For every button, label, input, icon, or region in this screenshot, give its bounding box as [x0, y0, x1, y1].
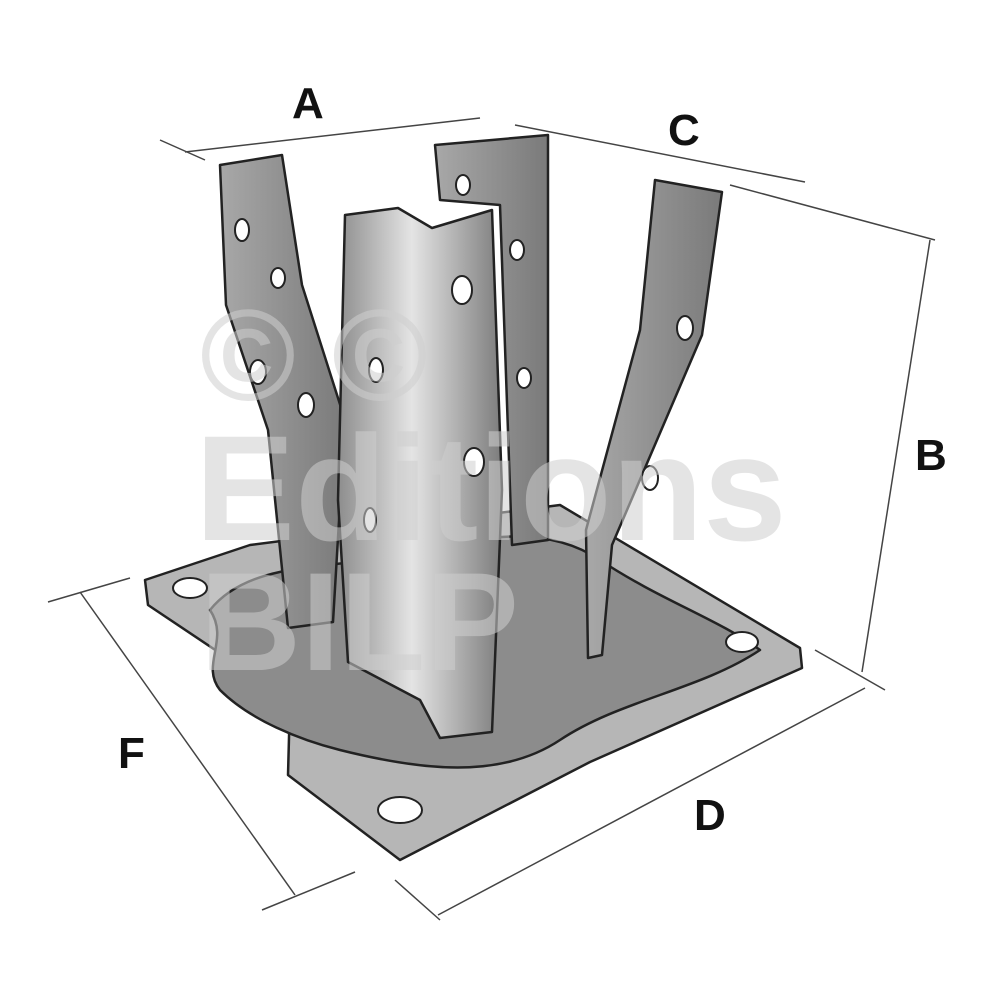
dimension-lines — [47, 117, 936, 921]
dimension-label-d: D — [694, 791, 726, 840]
dim-d-line — [437, 687, 866, 916]
watermark: © © Editions BILP — [195, 282, 787, 700]
dim-f-extension-bottom — [261, 871, 356, 911]
dimension-label-b: B — [915, 431, 947, 480]
dimension-label-f: F — [118, 729, 145, 778]
dim-b-extension-bottom — [814, 649, 886, 691]
dim-a-line — [184, 117, 481, 153]
dim-f-extension-top — [47, 577, 131, 603]
mounting-hole — [725, 631, 759, 653]
bracket-back — [433, 133, 550, 547]
dim-b-extension-top — [729, 184, 936, 241]
dim-c-line — [514, 124, 806, 183]
watermark-line2: BILP — [200, 543, 519, 700]
bracket-left — [218, 153, 347, 630]
bracket-front — [336, 206, 504, 740]
bracket-right — [584, 178, 724, 660]
mounting-hole — [377, 796, 423, 824]
dim-d-extension — [394, 879, 441, 921]
watermark-line1: Editions — [195, 404, 787, 572]
watermark-copyright: © © — [200, 282, 428, 428]
dim-a-extension-left — [159, 139, 206, 161]
dim-b-line — [861, 239, 931, 673]
dimension-label-c: C — [668, 106, 700, 155]
dimension-label-a: A — [292, 79, 324, 128]
dim-f-line — [79, 591, 296, 896]
mounting-hole — [172, 577, 208, 599]
